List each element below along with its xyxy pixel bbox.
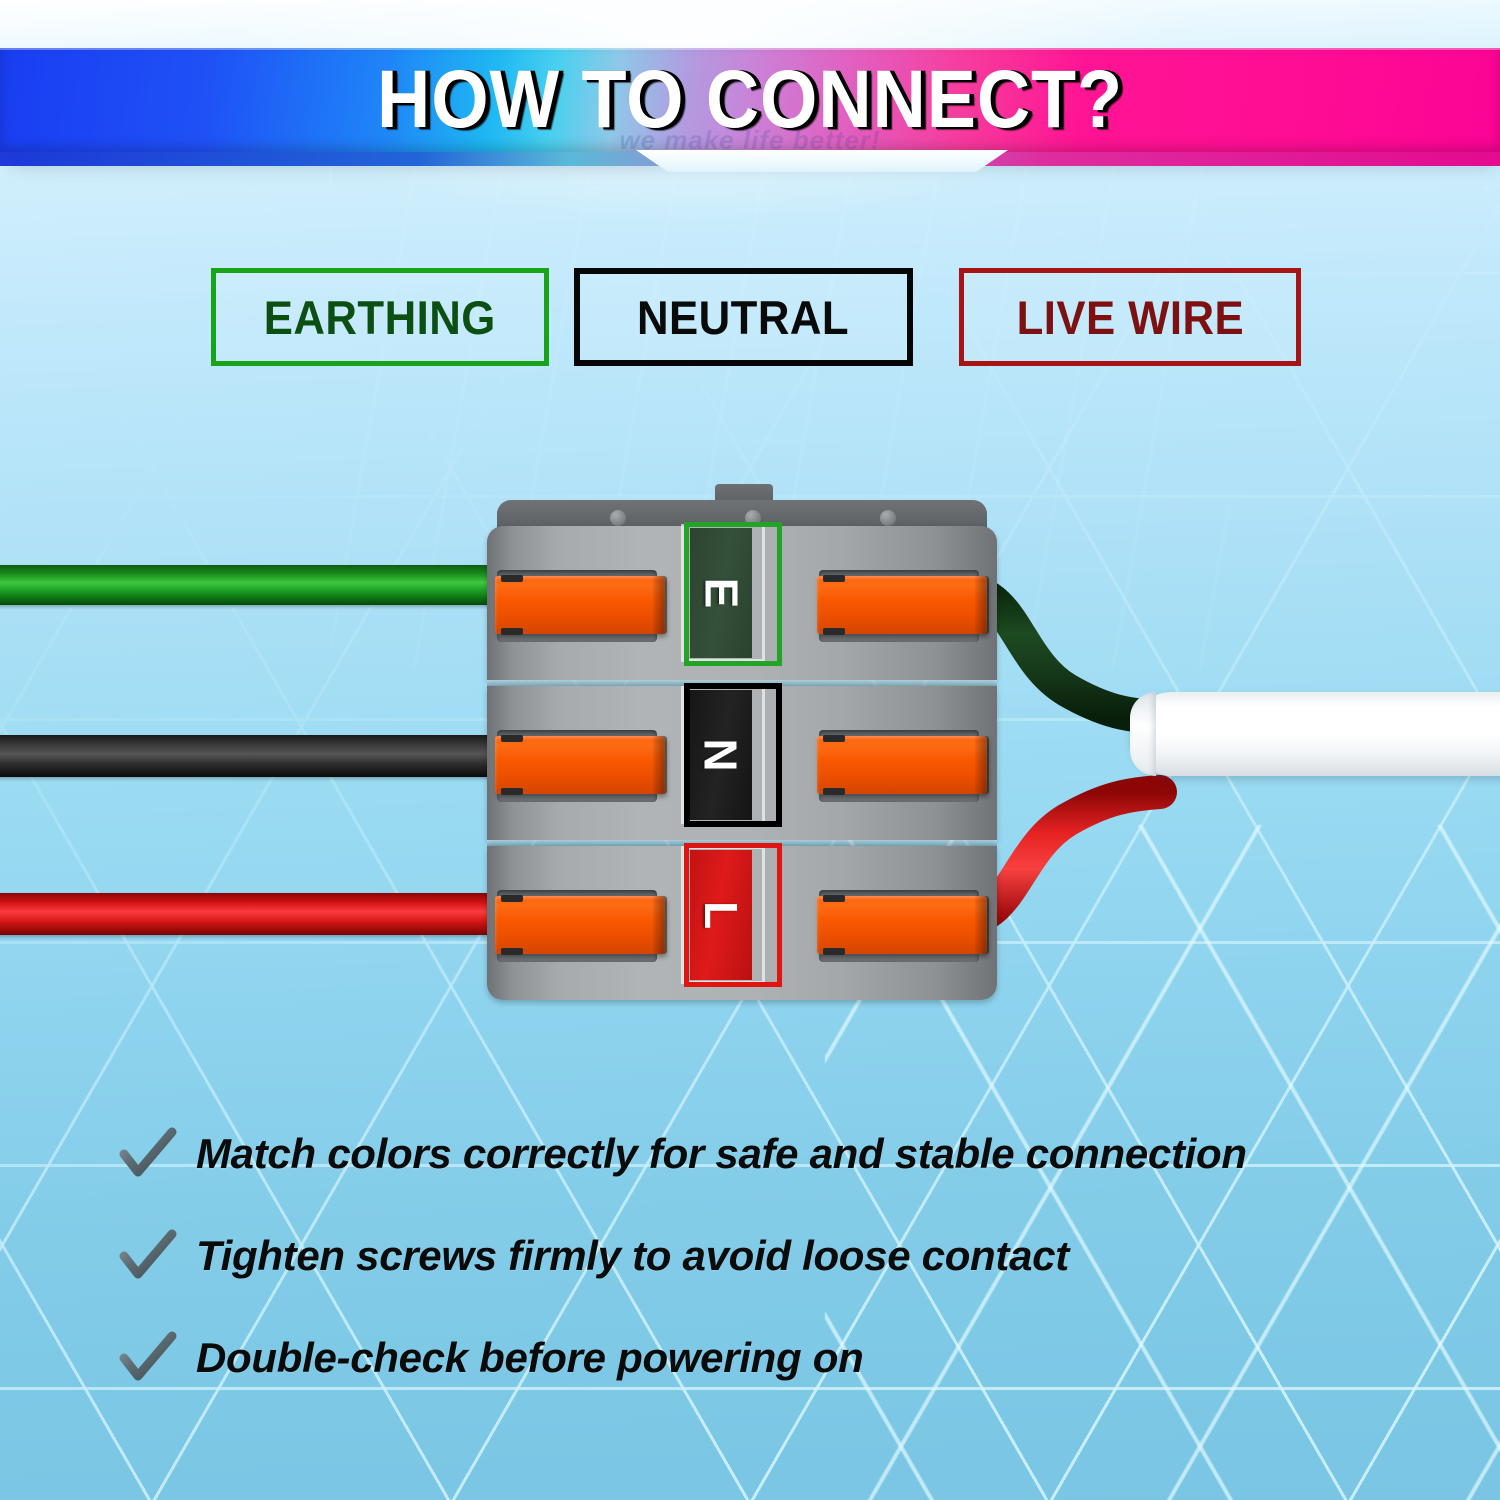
- legend-box-earthing[interactable]: EARTHING: [211, 268, 549, 366]
- check-icon: [118, 1228, 180, 1290]
- legend-row: EARTHING NEUTRAL LIVE WIRE: [211, 268, 1301, 366]
- cable-sheath-end-cap: [1130, 692, 1156, 776]
- legend-box-neutral[interactable]: NEUTRAL: [574, 268, 913, 366]
- header-banner: we make life better! HOW TO CONNECT?: [0, 48, 1500, 172]
- connector-post-1: [610, 510, 626, 526]
- terminal-outline-live: [684, 843, 782, 987]
- legend-label-neutral: NEUTRAL: [637, 290, 850, 344]
- page-title: HOW TO CONNECT?: [377, 54, 1123, 145]
- cable-sheath: [1130, 692, 1500, 776]
- checklist-text: Double-check before powering on: [196, 1334, 864, 1381]
- wire-neutral-left: [0, 735, 534, 777]
- checklist: Match colors correctly for safe and stab…: [118, 1126, 1398, 1434]
- checklist-item: Match colors correctly for safe and stab…: [118, 1126, 1398, 1188]
- terminal-strip-live: L: [690, 850, 752, 980]
- lever-l-left[interactable]: [495, 895, 667, 955]
- lever-e-left[interactable]: [495, 575, 667, 635]
- checklist-item: Double-check before powering on: [118, 1330, 1398, 1392]
- legend-label-earthing: EARTHING: [263, 290, 496, 344]
- terminal-strip-neutral: N: [690, 690, 752, 820]
- check-icon: [118, 1126, 180, 1188]
- terminal-outline-earthing: [684, 522, 782, 666]
- wire-live-left: [0, 893, 534, 935]
- banner-gradient-bar: [0, 48, 1500, 152]
- checklist-text: Match colors correctly for safe and stab…: [196, 1130, 1247, 1177]
- banner-bottom-notch: [636, 150, 1008, 172]
- lever-n-right[interactable]: [817, 735, 989, 795]
- checklist-item: Tighten screws firmly to avoid loose con…: [118, 1228, 1398, 1290]
- connector-block: E N L: [487, 484, 997, 1000]
- lever-l-right[interactable]: [817, 895, 989, 955]
- legend-label-live-wire: LIVE WIRE: [1016, 290, 1244, 344]
- legend-box-live-wire[interactable]: LIVE WIRE: [959, 268, 1301, 366]
- lever-e-right[interactable]: [817, 575, 989, 635]
- wire-earthing-left: [0, 565, 534, 605]
- checklist-text: Tighten screws firmly to avoid loose con…: [196, 1232, 1069, 1279]
- connector-post-3: [880, 510, 896, 526]
- check-icon: [118, 1330, 180, 1392]
- terminal-strip-earthing: E: [690, 528, 752, 658]
- terminal-outline-neutral: [684, 683, 782, 827]
- lever-n-left[interactable]: [495, 735, 667, 795]
